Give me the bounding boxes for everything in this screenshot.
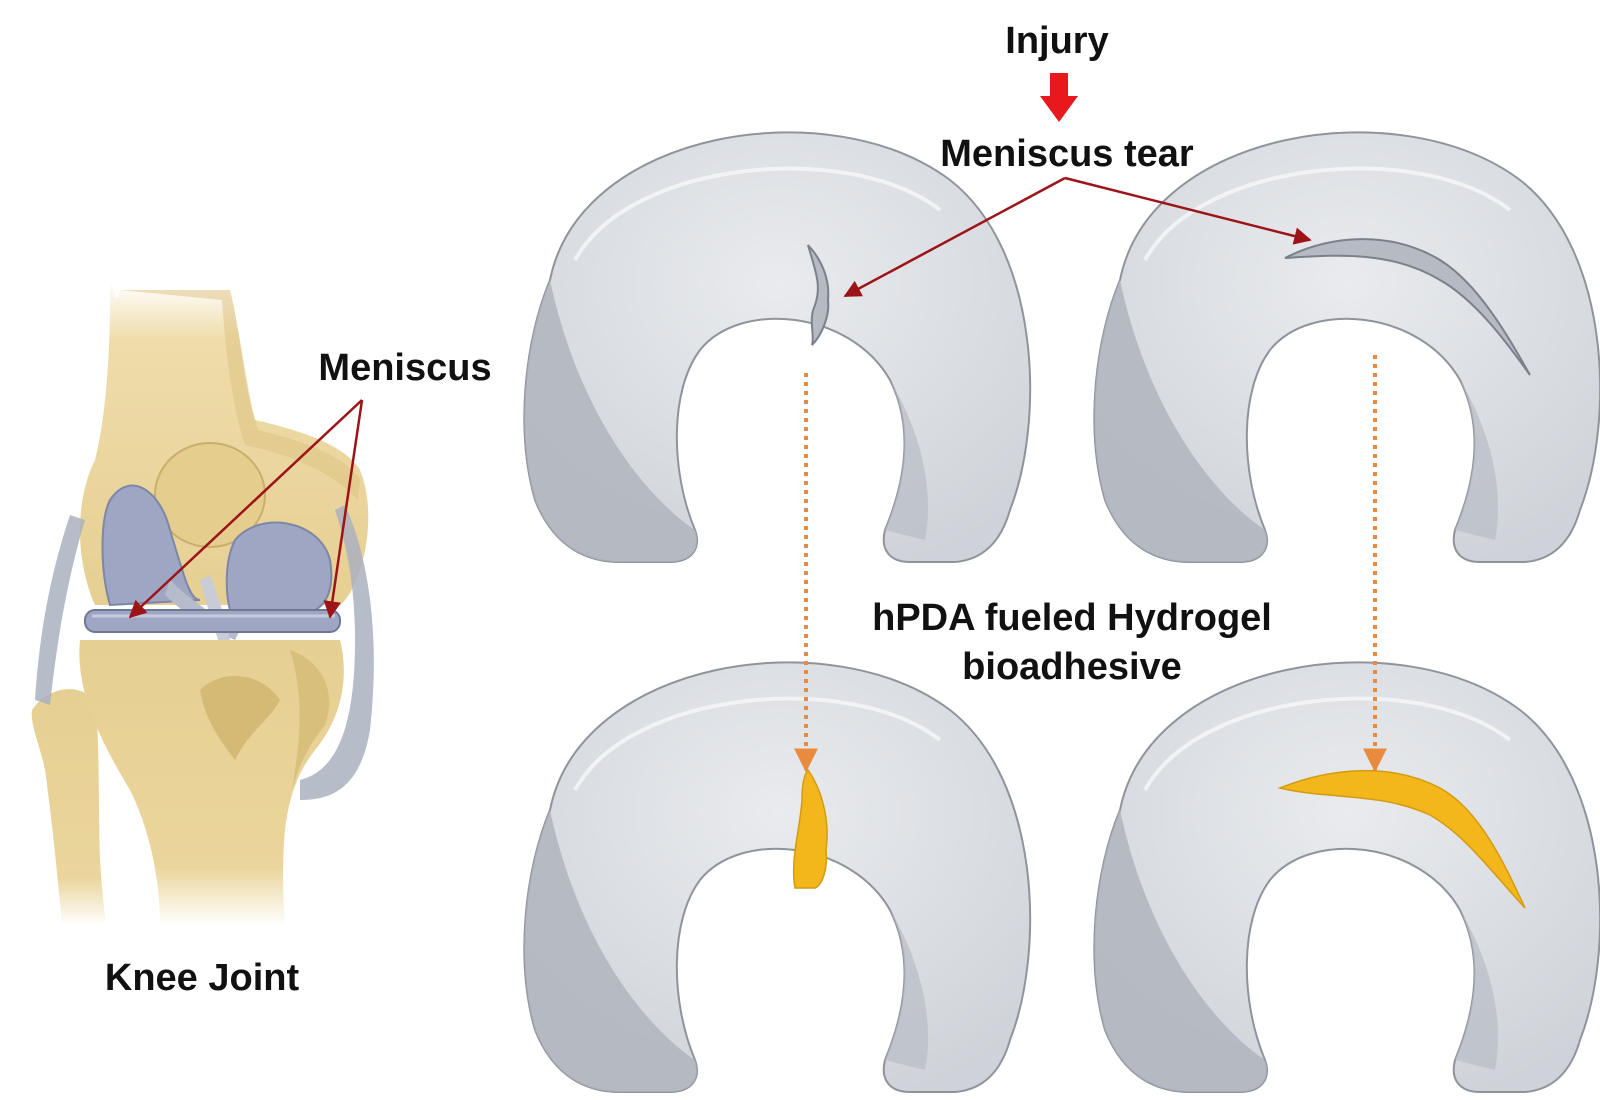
radial-tear: [807, 244, 830, 346]
tear-pointer-arrows: [843, 176, 1312, 298]
tear-arrow-right: [1064, 176, 1312, 245]
treatment-label-line1: hPDA fueled Hydrogel: [872, 597, 1272, 639]
meniscus-radial-tear: [522, 130, 1033, 565]
treatment-label-line2: bioadhesive: [962, 646, 1182, 688]
meniscus-pointer-arrows: [128, 399, 364, 619]
tibia-bone: [79, 640, 344, 925]
injury-label: Injury: [1005, 20, 1109, 62]
patella: [154, 442, 266, 548]
fibula-bone: [31, 689, 106, 925]
meniscus-longitudinal-repaired: [1092, 660, 1600, 1094]
knee-joint-label: Knee Joint: [104, 957, 300, 999]
meniscus-band: [84, 609, 341, 633]
meniscus-arrow-right: [323, 399, 364, 619]
meniscus-longitudinal-tear: [1092, 130, 1600, 565]
meniscus-label: Meniscus: [318, 347, 492, 389]
meniscus-tear-label: Meniscus tear: [940, 133, 1194, 175]
red-down-arrow-icon: [1040, 73, 1078, 122]
hydrogel-fill-radial: [792, 768, 828, 889]
meniscus-radial-repaired: [522, 660, 1033, 1094]
treatment-flow-arrows: [794, 355, 1387, 773]
meniscus-arrow-left: [128, 399, 363, 619]
tear-arrow-left: [843, 176, 1066, 298]
knee-joint-illustration: [31, 281, 374, 925]
longitudinal-tear: [1284, 238, 1531, 376]
